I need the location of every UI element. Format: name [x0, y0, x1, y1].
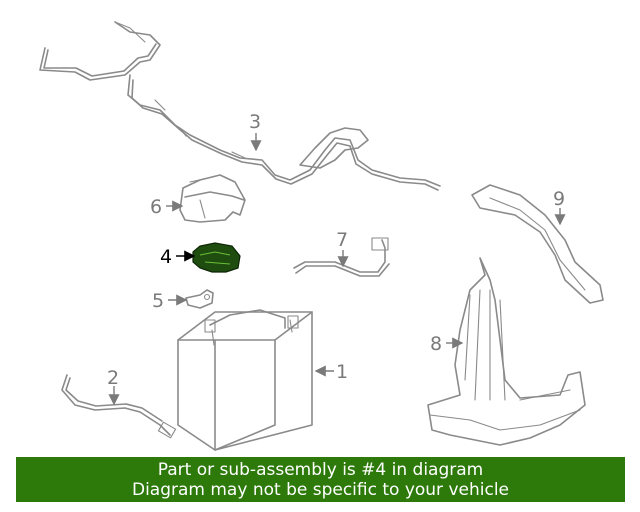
- callout-6: 6: [150, 196, 184, 218]
- callout-1-label: 1: [336, 361, 348, 383]
- part-2-cable: [61, 374, 177, 439]
- callout-8: 8: [430, 333, 464, 355]
- callout-3-label: 3: [249, 111, 261, 133]
- callout-4-label: 4: [160, 246, 172, 268]
- parts-diagram: 1 2 3 4 5 6 7 8 9: [39, 21, 604, 451]
- part-5-clip: [185, 289, 214, 309]
- part-8-battery-tray: [427, 257, 586, 446]
- callout-7-label: 7: [336, 229, 348, 251]
- callout-2: 2: [107, 367, 120, 406]
- callout-3: 3: [249, 111, 262, 152]
- callout-9-label: 9: [553, 188, 565, 210]
- part-4-highlighted-part: [192, 242, 241, 273]
- banner-line-1: Part or sub-assembly is #4 in diagram: [157, 460, 484, 480]
- callout-7: 7: [336, 229, 349, 268]
- callout-4: 4: [160, 246, 196, 268]
- info-banner: Part or sub-assembly is #4 in diagram Di…: [16, 457, 625, 502]
- part-3-wire-harness: [39, 21, 441, 191]
- part-7-cable: [293, 237, 390, 277]
- part-1-battery: [177, 309, 313, 451]
- callout-5: 5: [152, 290, 188, 312]
- callout-6-label: 6: [150, 196, 162, 218]
- callout-2-label: 2: [107, 367, 119, 389]
- callout-9: 9: [553, 188, 566, 226]
- part-9-bracket: [471, 184, 604, 304]
- part-6-cover: [179, 174, 246, 223]
- callout-1: 1: [314, 361, 348, 383]
- callout-5-label: 5: [152, 290, 164, 312]
- banner-line-2: Diagram may not be specific to your vehi…: [131, 480, 509, 500]
- callout-8-label: 8: [430, 333, 442, 355]
